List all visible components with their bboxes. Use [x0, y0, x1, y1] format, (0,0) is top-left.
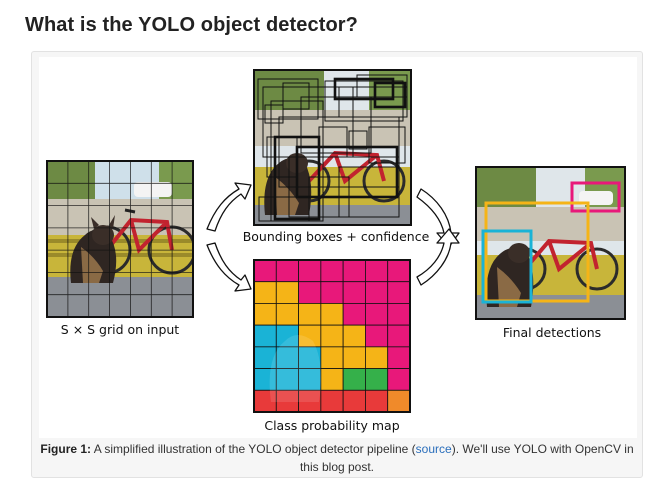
class-cell	[387, 324, 411, 348]
class-cell	[253, 324, 277, 348]
grid-label: S × S grid on input	[61, 322, 180, 337]
class-cell	[320, 303, 344, 326]
bounding-boxes-panel: Bounding boxes + confidence	[243, 69, 430, 244]
class-cell	[365, 368, 389, 391]
class-cell	[387, 346, 411, 369]
class-cell	[342, 303, 366, 326]
class-cell	[320, 324, 344, 348]
class-cell	[253, 281, 277, 304]
dog-detection-box	[481, 229, 533, 304]
caption-text-before: A simplified illustration of the YOLO ob…	[93, 442, 416, 456]
class-cell	[320, 389, 344, 413]
yolo-pipeline-illustration: S × S grid on input	[39, 57, 637, 438]
class-cell	[342, 281, 366, 304]
class-cell	[275, 259, 299, 283]
class-cell	[253, 303, 277, 326]
page-title: What is the YOLO object detector?	[25, 14, 358, 36]
figure-caption: Figure 1: A simplified illustration of t…	[37, 440, 637, 476]
class-cell	[342, 368, 366, 391]
class-cell	[365, 324, 389, 348]
final-detections-panel: Final detections	[475, 166, 626, 340]
arrow-to-final-icon	[416, 188, 460, 286]
class-cell	[253, 259, 277, 283]
class-cell	[365, 259, 389, 283]
class-cell	[275, 303, 299, 326]
arrow-to-boxes-icon	[206, 182, 252, 232]
class-cell	[365, 303, 389, 326]
class-cell	[387, 281, 411, 304]
arrow-to-class-map-icon	[206, 242, 252, 292]
class-cell	[320, 368, 344, 391]
class-cell	[320, 281, 344, 304]
class-cell	[365, 389, 389, 413]
class-cell	[275, 281, 299, 304]
grid-input-panel: S × S grid on input	[46, 160, 194, 337]
class-cell	[342, 324, 366, 348]
car-detection-box	[570, 181, 621, 213]
final-label: Final detections	[503, 325, 601, 340]
class-cell	[342, 259, 366, 283]
class-cell	[320, 259, 344, 283]
boxes-label: Bounding boxes + confidence	[243, 229, 430, 244]
class-cell	[320, 346, 344, 369]
caption-label: Figure 1:	[40, 442, 92, 456]
class-cell	[298, 281, 322, 304]
class-cell	[387, 259, 411, 283]
class-probability-grid	[253, 259, 411, 413]
class-cell	[365, 346, 389, 369]
class-cell	[342, 389, 366, 413]
bicycle-detection-box	[484, 201, 590, 303]
class-cell	[387, 368, 411, 391]
class-cell	[298, 259, 322, 283]
class-map-label: Class probability map	[264, 418, 399, 433]
class-cell	[387, 389, 411, 413]
class-cell	[342, 346, 366, 369]
dog-silhouette-overlay	[269, 335, 321, 402]
figure-card: S × S grid on input	[31, 51, 643, 478]
class-cell	[387, 303, 411, 326]
class-cell	[298, 303, 322, 326]
class-cell	[365, 281, 389, 304]
caption-text-after: ). We'll use YOLO with OpenCV in this bl…	[299, 442, 634, 474]
source-link[interactable]: source	[415, 442, 452, 456]
class-probability-panel: Class probability map	[253, 259, 411, 433]
